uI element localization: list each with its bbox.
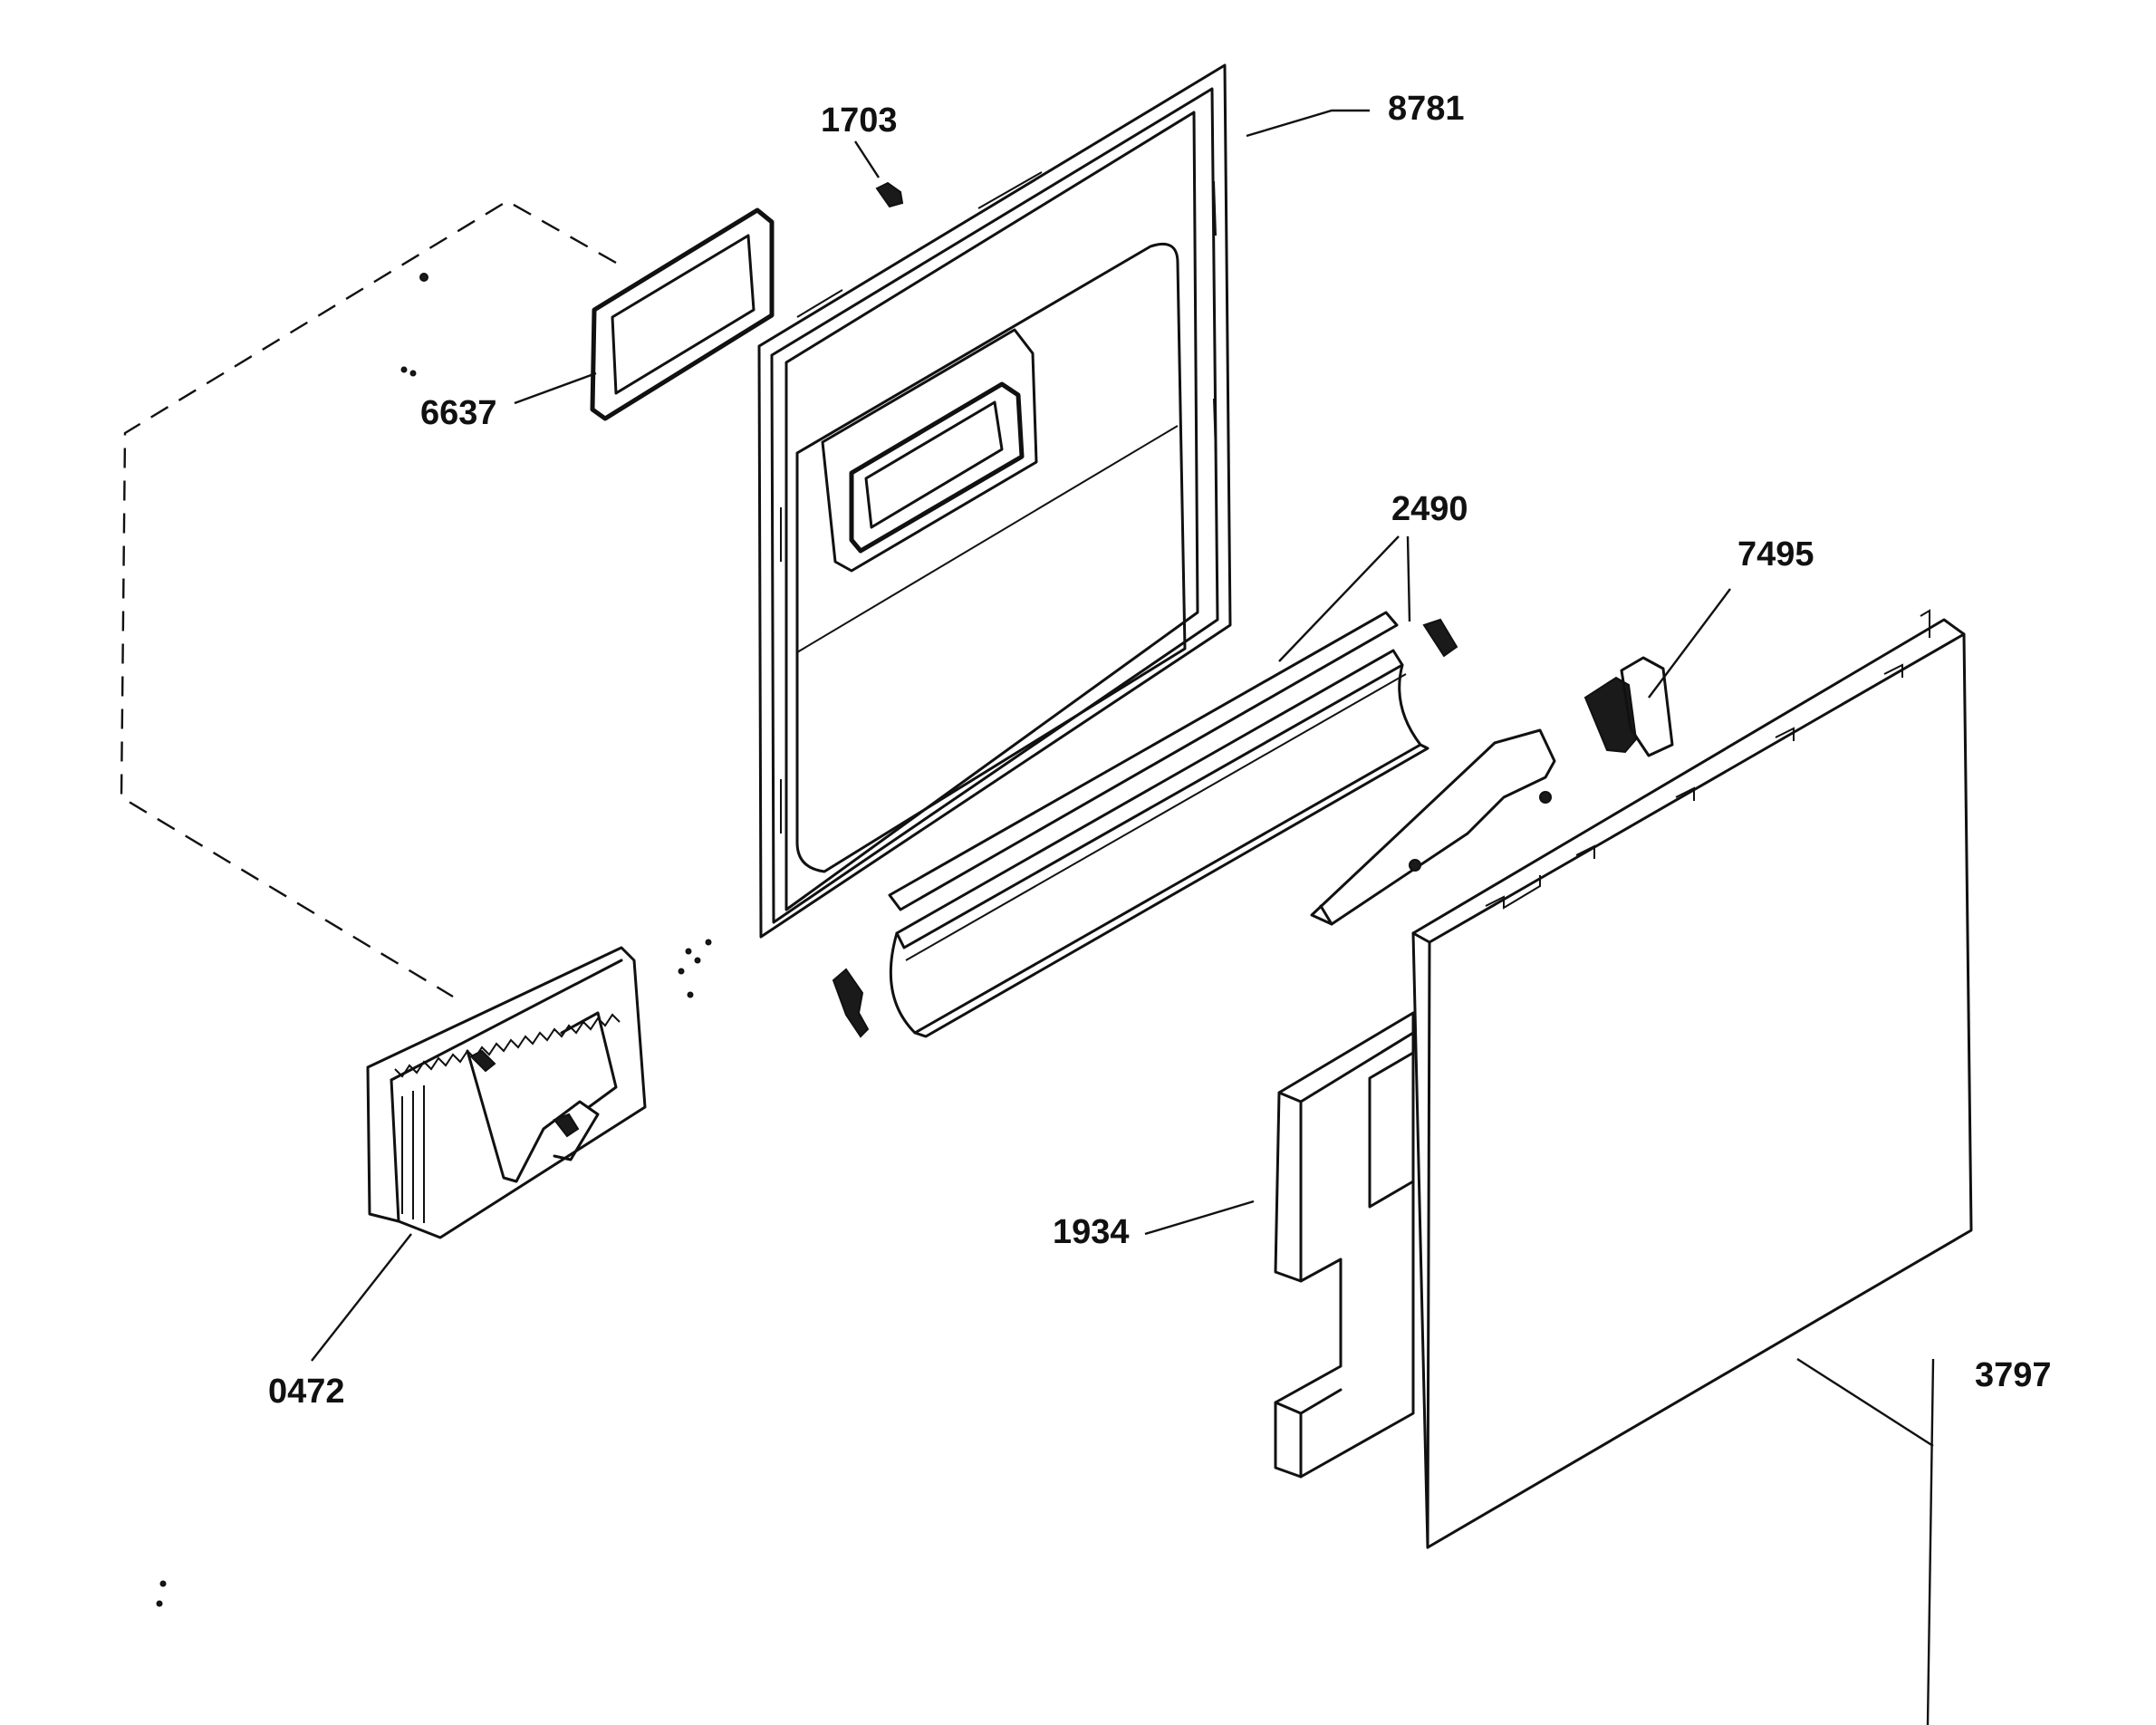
label-7495: 7495 bbox=[1737, 535, 1814, 573]
assembly-dashed-outline bbox=[120, 199, 617, 998]
screw-1703 bbox=[875, 181, 904, 208]
label-0472: 0472 bbox=[268, 1373, 345, 1411]
leader-lines bbox=[311, 109, 1935, 1725]
label-6637: 6637 bbox=[420, 394, 497, 432]
label-1934: 1934 bbox=[1053, 1213, 1130, 1251]
vent-strip-2490 bbox=[832, 611, 1458, 1038]
label-1703: 1703 bbox=[821, 101, 898, 140]
hardware-dots bbox=[156, 273, 712, 1607]
outer-door-panel-3797 bbox=[1411, 609, 1973, 1549]
label-3797: 3797 bbox=[1975, 1356, 2052, 1394]
inner-door-panel-8781 bbox=[757, 63, 1232, 939]
door-latch-7495 bbox=[1310, 656, 1674, 926]
gasket-6637 bbox=[590, 207, 775, 421]
insulation-1934 bbox=[1274, 1011, 1415, 1479]
label-2490: 2490 bbox=[1391, 490, 1468, 528]
label-8781: 8781 bbox=[1388, 90, 1465, 128]
control-module-0472 bbox=[366, 946, 647, 1239]
